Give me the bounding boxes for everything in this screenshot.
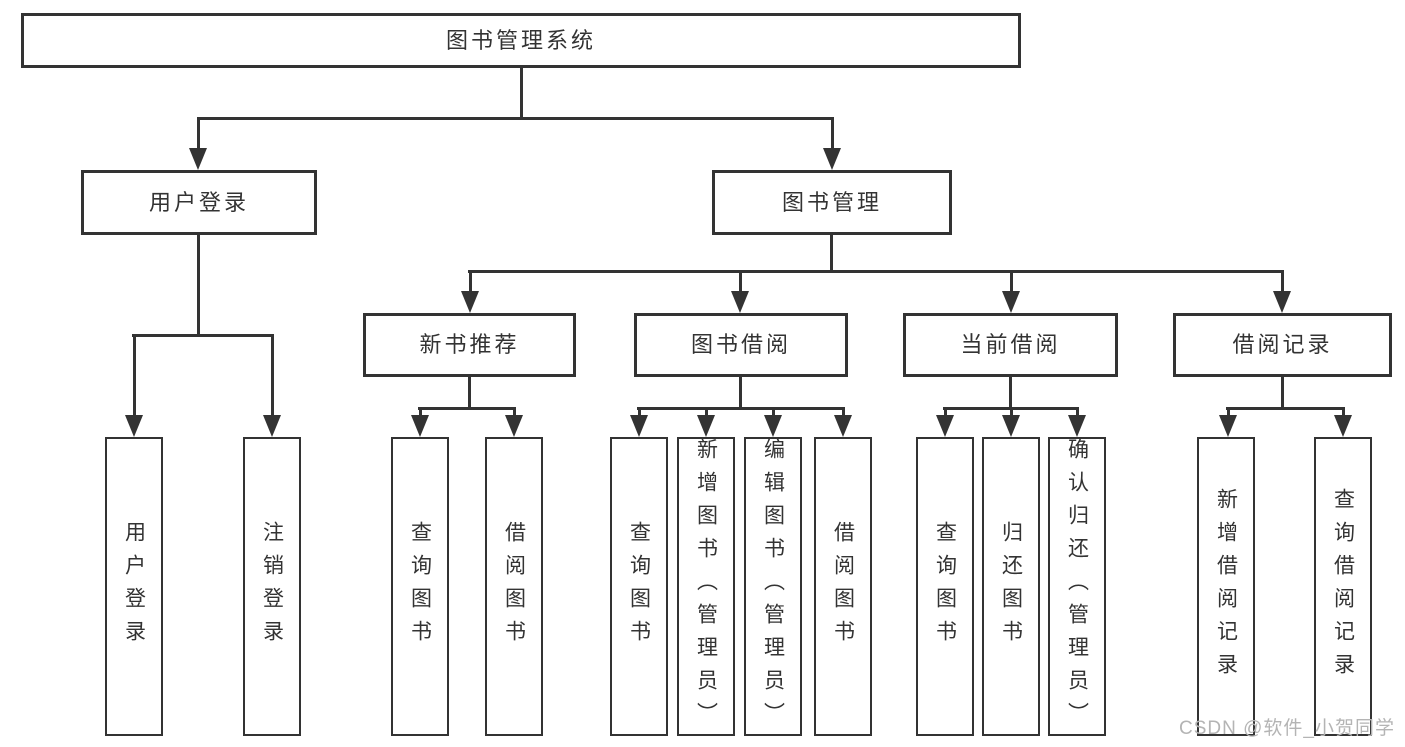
connector-book-borrow-branch bbox=[637, 407, 845, 410]
arrow-down-icon-new-book-recommend bbox=[461, 273, 480, 313]
node-library-management-system: 图书管理系统 bbox=[21, 13, 1021, 68]
arrow-down-icon-book-management bbox=[823, 120, 842, 170]
leaf-label: 编辑图书（管理员） bbox=[761, 438, 785, 735]
arrow-down-icon-logout-leaf bbox=[263, 337, 282, 437]
arrow-down-icon-current-borrow bbox=[1002, 273, 1021, 313]
leaf-label: 新增借阅记录 bbox=[1214, 487, 1238, 686]
connector-level2-branch bbox=[197, 117, 834, 120]
connector-new-book-stem bbox=[468, 377, 471, 410]
leaf-confirm-return-admin: 确认归还（管理员） bbox=[1048, 437, 1106, 736]
node-borrow-records: 借阅记录 bbox=[1173, 313, 1392, 377]
leaf-label: 借阅图书 bbox=[831, 520, 855, 653]
connector-root-stem bbox=[520, 68, 523, 120]
arrow-down-icon-borrow-records bbox=[1273, 273, 1292, 313]
arrow-down-icon bbox=[834, 410, 853, 437]
arrow-down-icon bbox=[764, 410, 783, 437]
connector-book-borrow-stem bbox=[739, 377, 742, 410]
node-book-borrow: 图书借阅 bbox=[634, 313, 848, 377]
node-current-borrow: 当前借阅 bbox=[903, 313, 1118, 377]
leaf-label: 新增图书（管理员） bbox=[694, 438, 718, 735]
arrow-down-icon bbox=[1002, 410, 1021, 437]
leaf-label: 查询图书 bbox=[408, 520, 432, 653]
arrow-down-icon-book-borrow bbox=[731, 273, 750, 313]
connector-current-borrow-branch bbox=[943, 407, 1079, 410]
node-label: 当前借阅 bbox=[960, 332, 1061, 357]
node-label: 新书推荐 bbox=[419, 332, 520, 357]
leaf-label: 查询借阅记录 bbox=[1331, 487, 1355, 686]
connector-user-login-stem bbox=[197, 235, 200, 337]
leaf-return-book: 归还图书 bbox=[982, 437, 1040, 736]
leaf-label: 查询图书 bbox=[933, 520, 957, 653]
connector-borrow-records-branch bbox=[1226, 407, 1345, 410]
arrow-down-icon bbox=[1068, 410, 1087, 437]
arrow-down-icon bbox=[1219, 410, 1238, 437]
leaf-add-book-admin: 新增图书（管理员） bbox=[677, 437, 735, 736]
arrow-down-icon bbox=[630, 410, 649, 437]
leaf-borrow-books-recommend: 借阅图书 bbox=[485, 437, 543, 736]
node-label: 借阅记录 bbox=[1232, 332, 1333, 357]
leaf-label: 注销登录 bbox=[260, 520, 284, 653]
arrow-down-icon bbox=[1334, 410, 1353, 437]
node-label: 图书借阅 bbox=[690, 332, 791, 357]
arrow-down-icon bbox=[936, 410, 955, 437]
node-label: 图书管理系统 bbox=[445, 27, 596, 53]
leaf-label: 借阅图书 bbox=[502, 520, 526, 653]
connector-current-borrow-stem bbox=[1009, 377, 1012, 410]
leaf-label: 归还图书 bbox=[999, 520, 1023, 653]
connector-borrow-records-stem bbox=[1281, 377, 1284, 410]
connector-level3-branch bbox=[468, 270, 1284, 273]
node-book-management: 图书管理 bbox=[712, 170, 952, 235]
leaf-label: 确认归还（管理员） bbox=[1065, 438, 1089, 735]
leaf-add-borrow-record: 新增借阅记录 bbox=[1197, 437, 1255, 736]
connector-new-book-branch bbox=[418, 407, 516, 410]
leaf-query-books-borrow: 查询图书 bbox=[610, 437, 668, 736]
leaf-query-books-current: 查询图书 bbox=[916, 437, 974, 736]
leaf-user-login: 用户登录 bbox=[105, 437, 163, 736]
connector-user-login-branch bbox=[132, 334, 274, 337]
leaf-borrow-books-borrow: 借阅图书 bbox=[814, 437, 872, 736]
csdn-watermark: CSDN @软件_小贺同学 bbox=[1179, 718, 1395, 739]
connector-book-management-stem bbox=[830, 235, 833, 273]
leaf-logout: 注销登录 bbox=[243, 437, 301, 736]
leaf-label: 查询图书 bbox=[627, 520, 651, 653]
leaf-edit-book-admin: 编辑图书（管理员） bbox=[744, 437, 802, 736]
leaf-label: 用户登录 bbox=[122, 520, 146, 653]
arrow-down-icon bbox=[697, 410, 716, 437]
arrow-down-icon-user-login bbox=[189, 120, 208, 170]
node-new-book-recommend: 新书推荐 bbox=[363, 313, 576, 377]
leaf-query-borrow-record: 查询借阅记录 bbox=[1314, 437, 1372, 736]
node-label: 用户登录 bbox=[148, 189, 249, 215]
arrow-down-icon bbox=[411, 410, 430, 437]
node-user-login: 用户登录 bbox=[81, 170, 317, 235]
node-label: 图书管理 bbox=[781, 189, 882, 215]
arrow-down-icon-login-leaf bbox=[125, 337, 144, 437]
arrow-down-icon bbox=[505, 410, 524, 437]
leaf-query-books-recommend: 查询图书 bbox=[391, 437, 449, 736]
